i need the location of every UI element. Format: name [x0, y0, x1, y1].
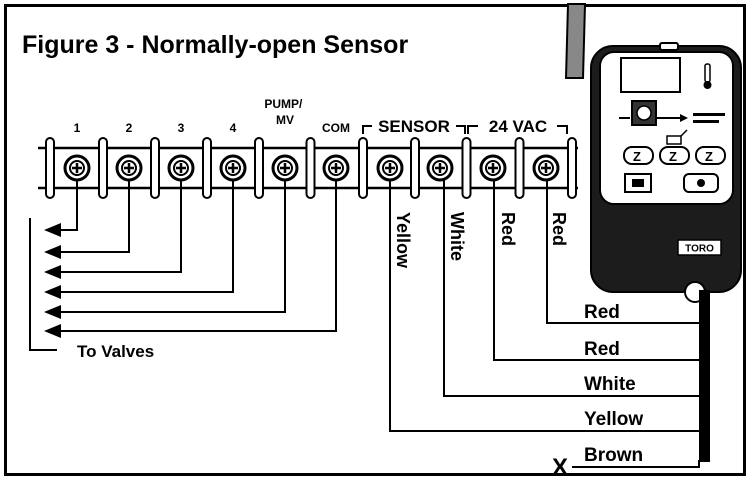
white-wire-label: White — [447, 212, 467, 261]
terminal-screw-3 — [167, 154, 195, 182]
red-wire-label-2: Red — [549, 212, 569, 246]
terminal-screw-2 — [115, 154, 143, 182]
terminal-separator — [514, 137, 525, 199]
valve-wires — [59, 179, 337, 332]
terminal-label-pump-mv-line-2: MV — [276, 113, 294, 127]
terminal-label-com: COM — [322, 121, 350, 135]
dial-button — [619, 100, 688, 126]
terminal-strip — [38, 137, 578, 199]
terminal-screw-4 — [219, 154, 247, 182]
thermometer-icon — [703, 63, 712, 89]
sensor-group-label: SENSOR — [378, 117, 450, 136]
terminal-separator — [461, 137, 472, 199]
terminal-label-3: 3 — [178, 121, 185, 135]
button-3 — [695, 146, 726, 165]
vac-bracket — [467, 125, 568, 134]
sprinkler-icon — [666, 129, 688, 145]
terminal-label-pump-mv-line-1: PUMP/ — [264, 97, 303, 111]
button-1 — [623, 146, 654, 165]
cable-brown-label: Brown — [584, 445, 643, 466]
brown-cut-marker: X — [552, 454, 568, 480]
terminal-screw-1 — [63, 154, 91, 182]
button-glyph-3: Z — [705, 149, 713, 164]
to-valves-label: To Valves — [77, 342, 154, 361]
tiny-text-2 — [693, 120, 719, 123]
controller-unit: Z Z Z TORO — [564, 3, 742, 303]
button-2 — [659, 146, 690, 165]
button-glyph-1: Z — [633, 149, 641, 164]
terminal-screw-8 — [426, 154, 454, 182]
terminal-label-2: 2 — [126, 121, 133, 135]
settings-button-glyph — [697, 179, 705, 187]
brand-logo: TORO — [685, 244, 714, 255]
terminal-screw-6 — [322, 154, 350, 182]
tiny-text-1 — [693, 113, 725, 116]
terminal-screw-10 — [532, 154, 560, 182]
figure-title: Figure 3 - Normally-open Sensor — [22, 31, 408, 59]
brand-badge — [677, 239, 722, 256]
button-glyph-2: Z — [669, 149, 677, 164]
vac-group-label: 24 VAC — [489, 117, 547, 136]
terminal-separator — [358, 137, 368, 199]
terminal-separator — [567, 137, 577, 199]
top-slot — [659, 42, 679, 51]
cable-white-label: White — [584, 374, 636, 395]
terminal-screw-7 — [376, 154, 404, 182]
terminal-separator — [45, 137, 55, 199]
cable-yellow-label: Yellow — [584, 409, 643, 430]
cable-red-label-1: Red — [584, 302, 620, 323]
terminal-separator — [202, 137, 212, 199]
valves-bracket — [29, 218, 57, 351]
yellow-wire-label: Yellow — [393, 212, 413, 269]
mount-post — [564, 3, 587, 79]
terminal-separator — [98, 137, 108, 199]
terminal-label-pump-mv: PUMP/ MV — [264, 97, 305, 127]
program-button-glyph — [632, 179, 644, 187]
red-wire-label-1: Red — [498, 212, 518, 246]
sensor-bracket — [362, 125, 466, 134]
terminal-separator — [305, 137, 316, 199]
sensor-vac-wires — [389, 179, 700, 468]
valve-arrows — [44, 223, 61, 338]
lcd-display — [620, 57, 681, 93]
terminal-label-1: 1 — [74, 121, 81, 135]
terminal-screw-5 — [271, 154, 299, 182]
terminal-screw-9 — [479, 154, 507, 182]
terminal-label-4: 4 — [230, 121, 237, 135]
terminal-separator — [150, 137, 160, 199]
terminal-separator — [254, 137, 264, 199]
wire-cable — [699, 290, 710, 462]
terminal-separator — [410, 137, 420, 199]
cable-red-label-2: Red — [584, 339, 620, 360]
